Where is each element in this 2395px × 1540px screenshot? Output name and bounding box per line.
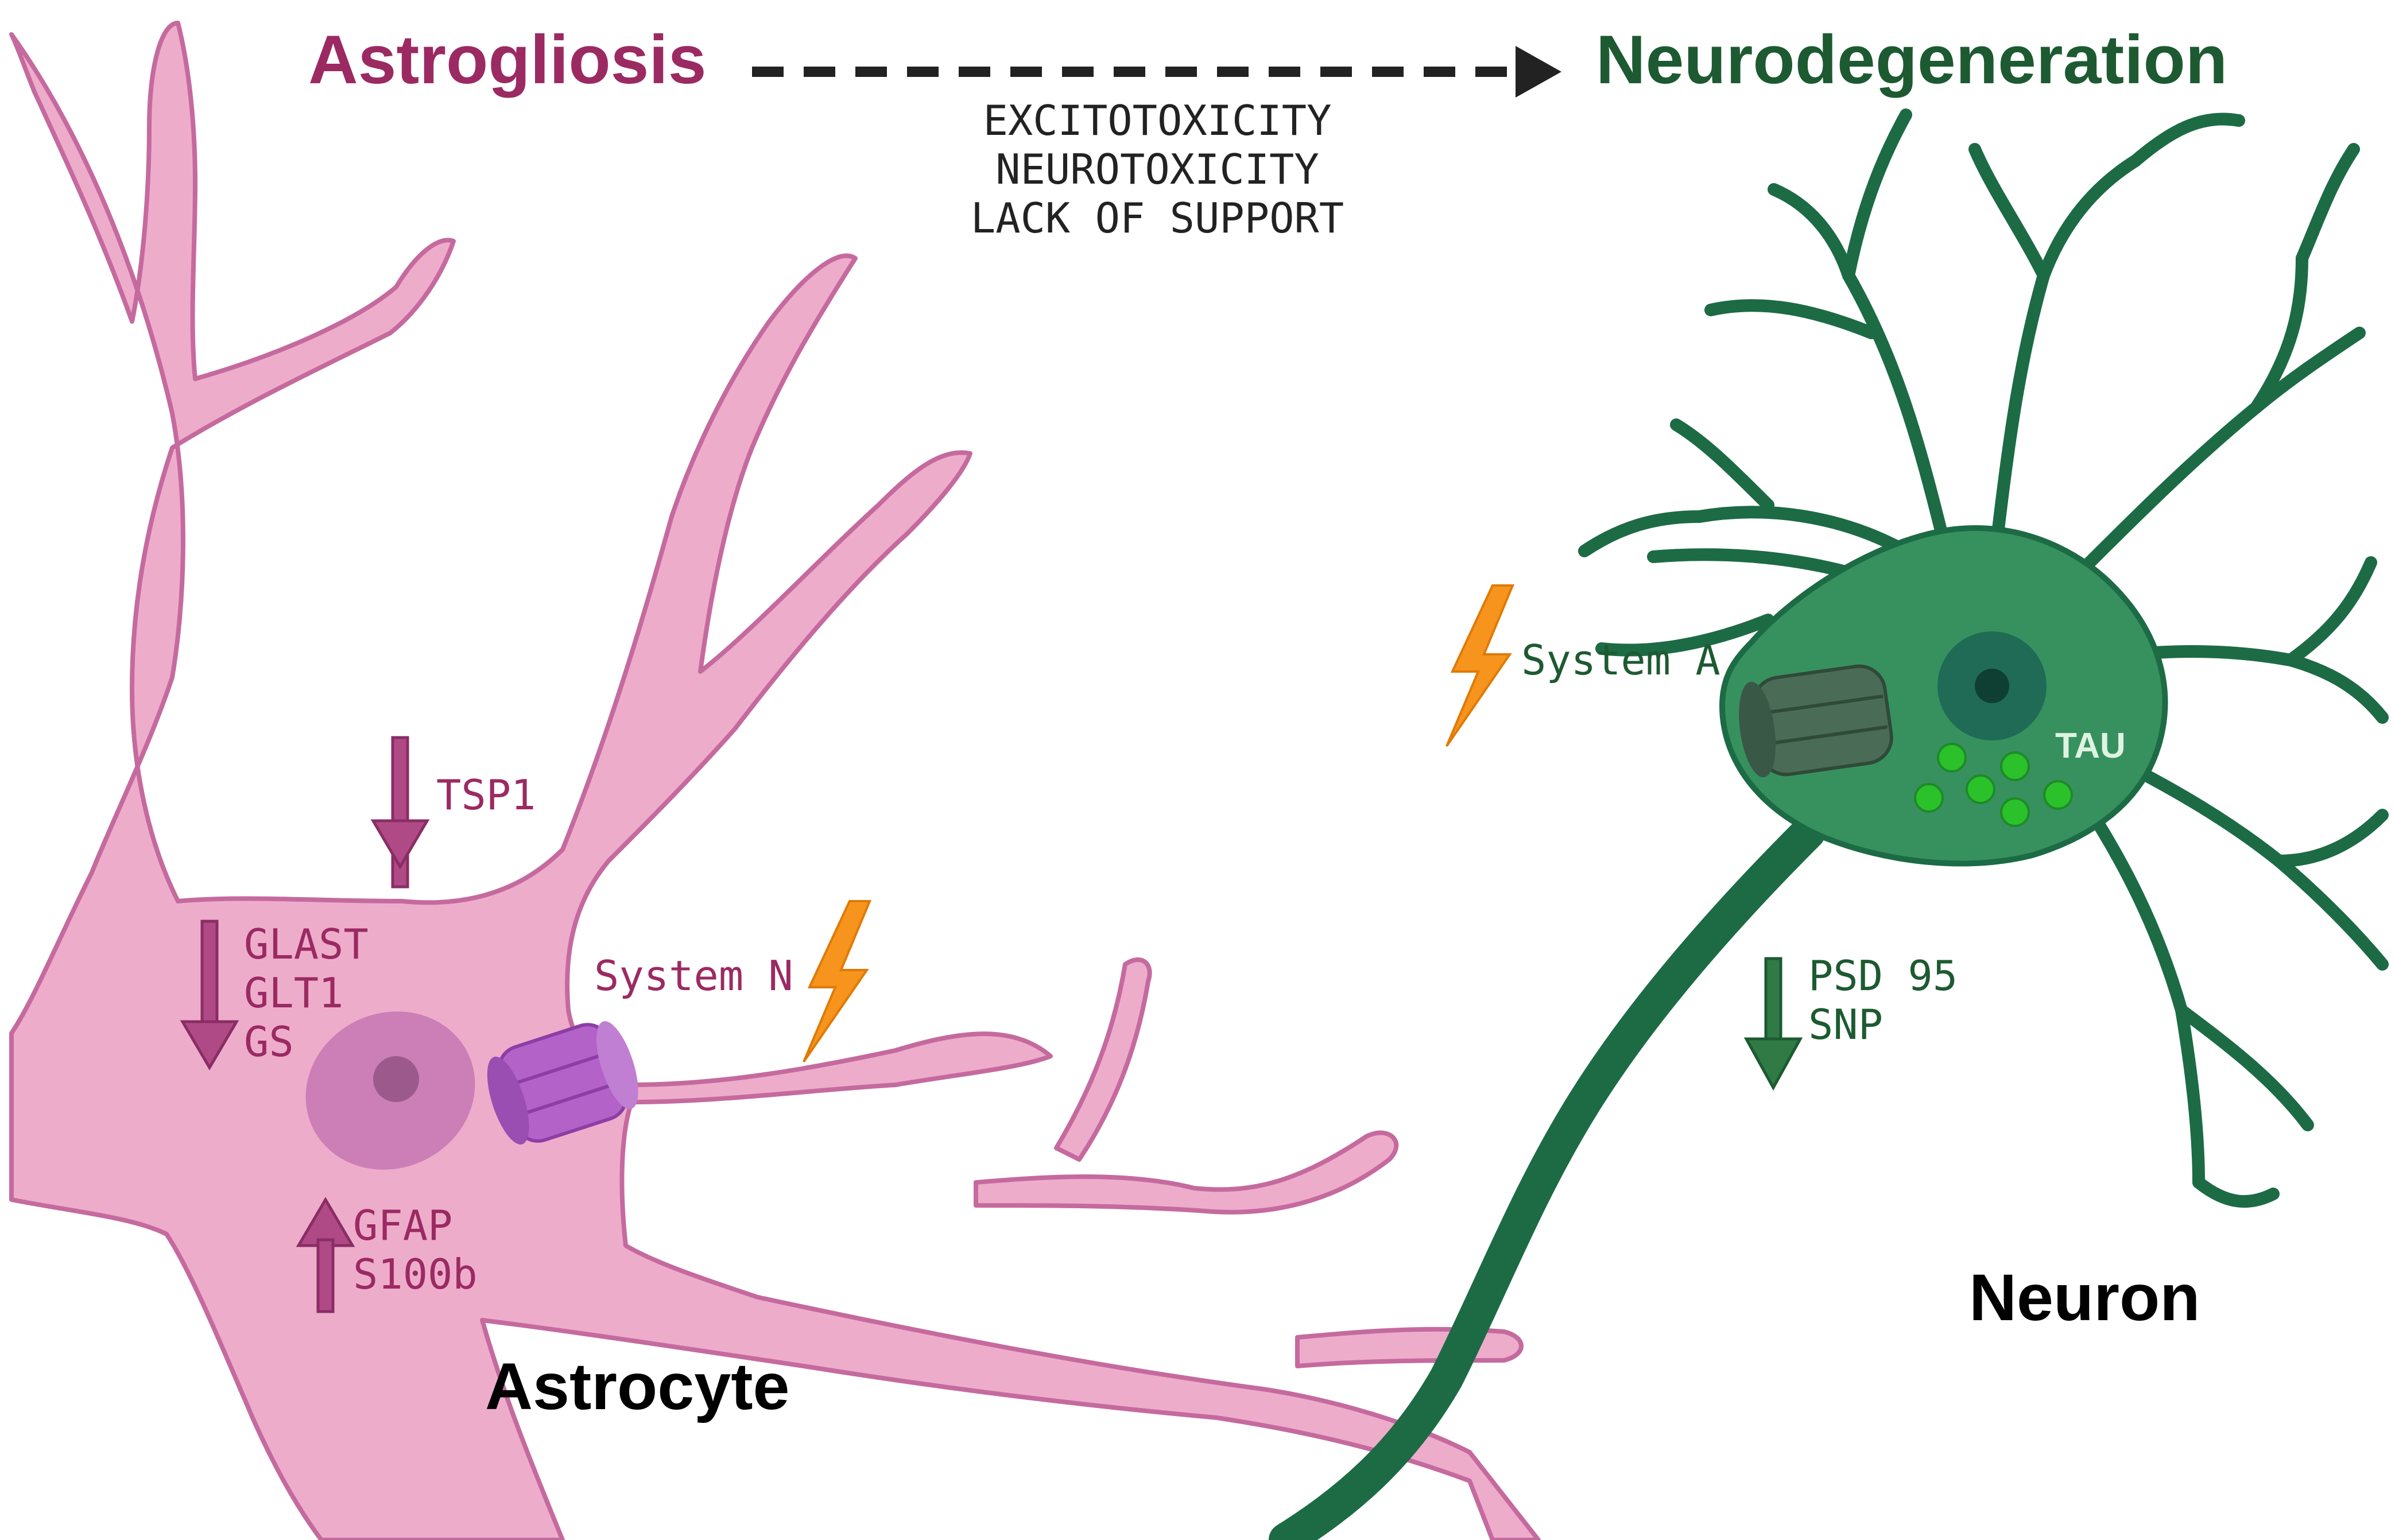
gs-label: GS [244, 1018, 294, 1066]
neuron-label: Neuron [1969, 1261, 2200, 1335]
astrogliosis-title: Astrogliosis [308, 21, 706, 98]
tau-label: TAU [2055, 726, 2126, 766]
system-n-transporter [487, 1021, 638, 1145]
s100b-label: S100b [353, 1250, 478, 1298]
down-arrow-icon [1743, 957, 1803, 1091]
glast-label: GLAST [244, 920, 369, 968]
effect-lack-of-support: LACK OF SUPPORT [971, 194, 1344, 242]
lightning-bolt-icon [1445, 584, 1514, 747]
system-a-transporter [1739, 664, 1893, 778]
down-arrow-icon [370, 736, 430, 889]
system-n-label: System N [594, 952, 793, 1000]
neurodegeneration-title: Neurodegeneration [1596, 21, 2227, 98]
snp-label: SNP [1808, 1000, 1883, 1049]
tau-aggregates [1914, 743, 2073, 827]
glt1-label: GLT1 [244, 969, 343, 1017]
effect-neurotoxicity: NEUROTOXICITY [995, 145, 1319, 193]
effect-excitotoxicity: EXCITOTOXICITY [983, 96, 1332, 145]
dashed-arrow-icon [752, 46, 1561, 98]
astrocyte-nucleolus [373, 1056, 419, 1102]
lightning-bolt-icon [803, 900, 871, 1063]
tsp1-label: TSP1 [436, 771, 536, 819]
psd95-label: PSD 95 [1808, 952, 1958, 1000]
neuron-nucleolus [1975, 669, 2009, 703]
gfap-label: GFAP [353, 1201, 452, 1250]
down-arrow-icon [180, 920, 239, 1070]
neuron-cell [1269, 108, 2389, 1540]
astrocyte-cell [9, 21, 1541, 1540]
astrocyte-label: Astrocyte [485, 1350, 789, 1423]
system-a-label: System A [1521, 636, 1720, 684]
up-arrow-icon [296, 1197, 355, 1313]
